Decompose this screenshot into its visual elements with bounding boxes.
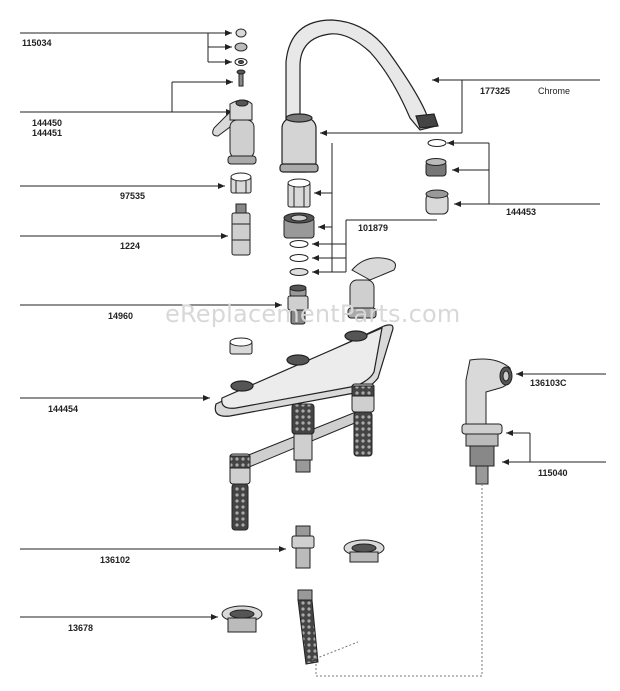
- label-115034: 115034: [22, 38, 52, 48]
- leader-lines-right: [312, 77, 606, 465]
- side-sprayer-part: [461, 358, 513, 485]
- label-115040: 115040: [538, 468, 568, 478]
- faucet-spout-part: [279, 19, 439, 173]
- watermark-text: eReplacementParts.com: [165, 300, 461, 328]
- label-144453: 144453: [506, 207, 537, 217]
- nut-97535-part: [230, 172, 252, 194]
- diverter-stack-part: [283, 178, 315, 276]
- label-101879: 101879: [358, 223, 389, 233]
- flange-13678-part: [221, 605, 263, 633]
- valve-body-part: [229, 383, 375, 531]
- right-handle-part: [347, 257, 396, 319]
- cartridge-1224-part: [231, 203, 251, 256]
- valve-14960-part: [287, 284, 309, 325]
- label-144451: 144451: [32, 128, 63, 138]
- label-144450: 144450: [32, 118, 63, 128]
- leader-lines-left: [20, 30, 286, 620]
- label-136103c: 136103C: [530, 378, 567, 388]
- label-144454: 144454: [48, 404, 79, 414]
- label-1224: 1224: [120, 241, 141, 251]
- label-97535: 97535: [120, 191, 146, 201]
- label-14960: 14960: [108, 311, 134, 321]
- deck-plate-144454-part: [214, 324, 394, 417]
- label-177325: 177325: [480, 86, 511, 96]
- hose-route-dashed: [315, 484, 483, 677]
- screw-cap-part: [234, 28, 248, 87]
- spray-hose-part: [297, 589, 359, 665]
- loose-nut-part: [229, 337, 253, 355]
- left-handle-part: [212, 99, 257, 165]
- label-13678: 13678: [68, 623, 94, 633]
- connector-136102-part: [291, 525, 385, 569]
- label-136102: 136102: [100, 555, 131, 565]
- label-chrome: Chrome: [538, 86, 571, 96]
- aerator-parts: [425, 139, 449, 215]
